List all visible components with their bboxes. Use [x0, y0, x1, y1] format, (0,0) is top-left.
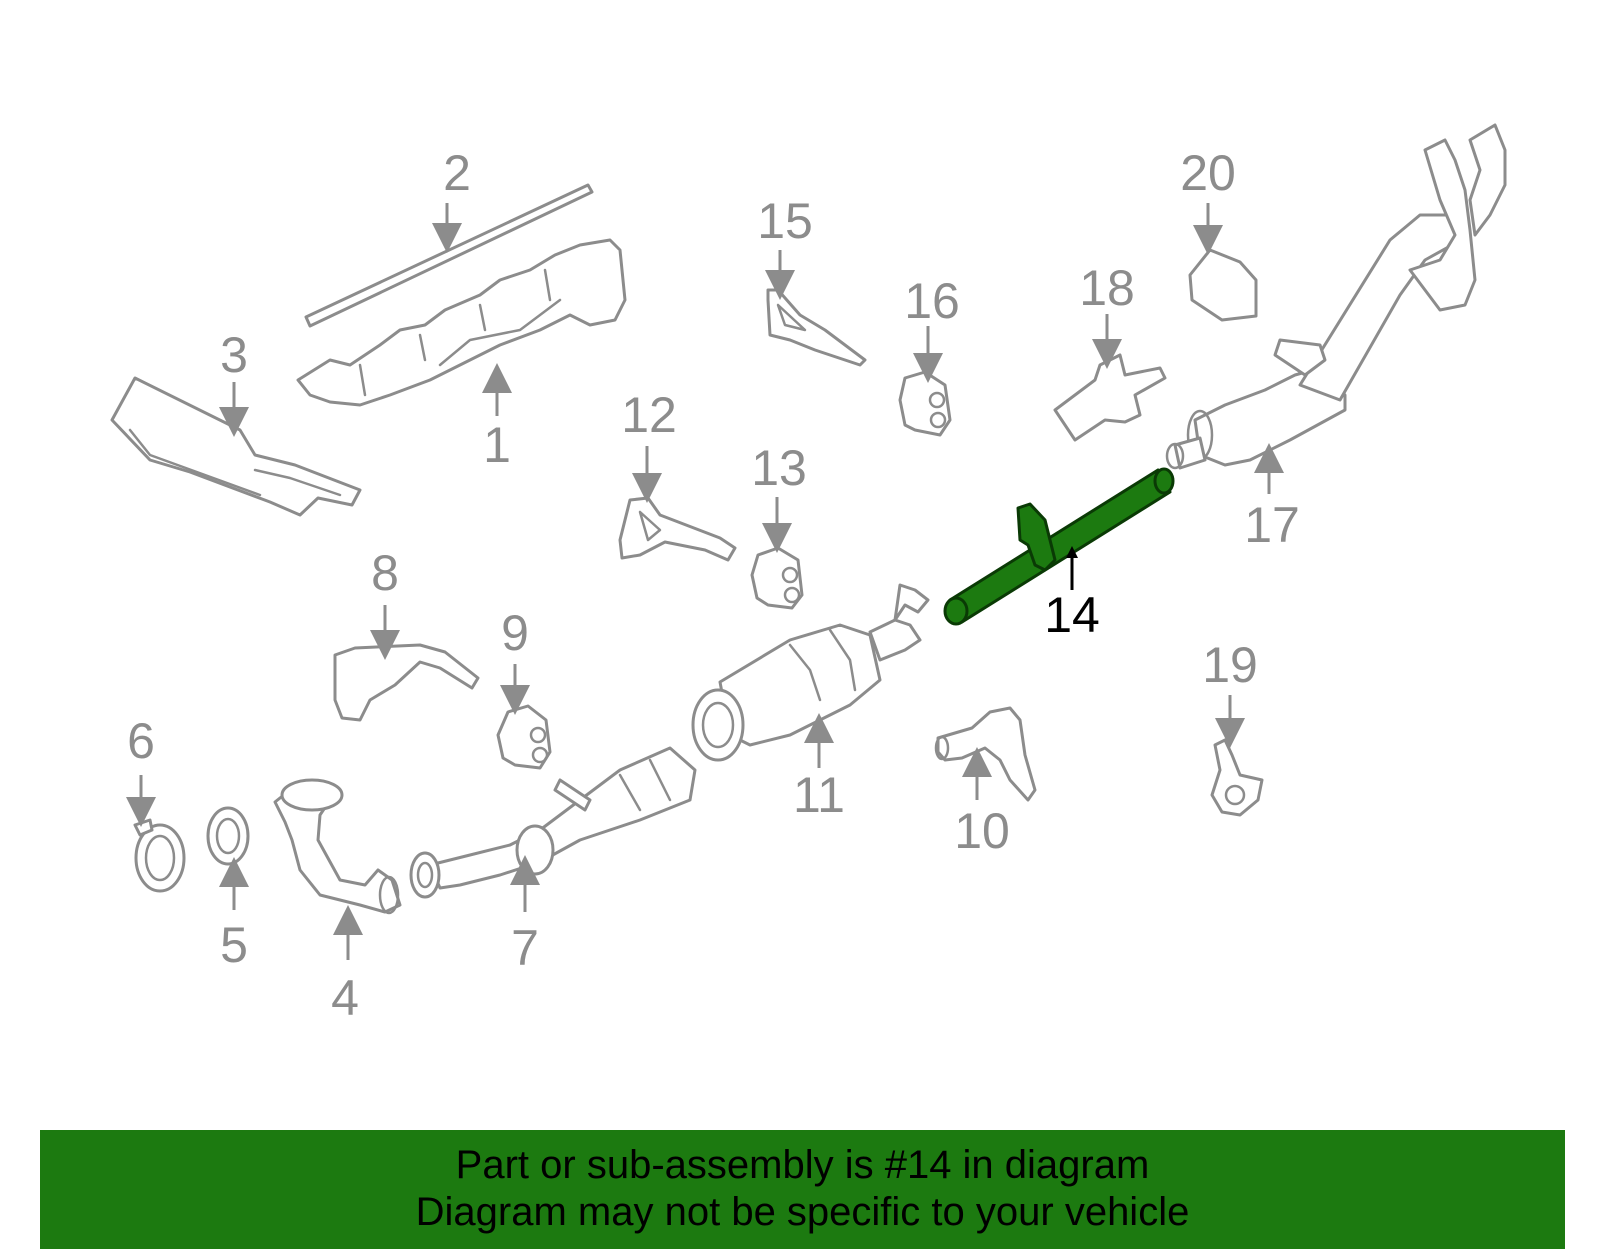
- part-10-bracket[interactable]: [934, 706, 1037, 802]
- leader-arrows: [126, 203, 1284, 960]
- callout-5: 5: [220, 917, 248, 973]
- callout-19: 19: [1202, 637, 1258, 693]
- part-12-bracket[interactable]: [618, 496, 737, 562]
- callout-labels: 1 2 3 4 5 6 7 8 9 10 11 12 13 14 15 16 1…: [127, 145, 1300, 1026]
- part-14-intermediate-pipe[interactable]: [943, 467, 1175, 626]
- callout-12: 12: [621, 387, 677, 443]
- callout-18: 18: [1079, 260, 1135, 316]
- callout-16: 16: [904, 273, 960, 329]
- part-17-muffler-tailpipe[interactable]: [1165, 123, 1507, 470]
- banner-line-2: Diagram may not be specific to your vehi…: [415, 1190, 1190, 1234]
- callout-7: 7: [511, 920, 539, 976]
- part-4-down-pipe[interactable]: [273, 778, 402, 915]
- callout-3: 3: [220, 327, 248, 383]
- part-18-bracket[interactable]: [1053, 353, 1167, 442]
- part-2-heat-shield-strip[interactable]: [304, 183, 594, 328]
- part-20-pad[interactable]: [1188, 248, 1258, 322]
- callout-14: 14: [1044, 587, 1100, 643]
- part-8-heat-shield[interactable]: [333, 643, 480, 722]
- callout-13: 13: [751, 440, 807, 496]
- callout-6: 6: [127, 713, 155, 769]
- callout-15: 15: [757, 193, 813, 249]
- callout-17: 17: [1244, 497, 1300, 553]
- part-16-hanger[interactable]: [898, 370, 952, 437]
- part-15-bracket[interactable]: [766, 288, 867, 367]
- part-6-clamp[interactable]: [133, 818, 186, 893]
- part-11-converter[interactable]: [691, 583, 930, 762]
- exhaust-parts-diagram: 1 2 3 4 5 6 7 8 9 10 11 12 13 14 15 16 1…: [110, 123, 1507, 1026]
- callout-1: 1: [483, 417, 511, 473]
- callout-8: 8: [371, 545, 399, 601]
- callout-9: 9: [501, 605, 529, 661]
- callout-10: 10: [954, 803, 1010, 859]
- callout-4: 4: [331, 970, 359, 1026]
- part-13-hanger[interactable]: [750, 546, 804, 610]
- part-7-front-pipe[interactable]: [409, 746, 697, 899]
- banner-line-1: Part or sub-assembly is #14 in diagram: [455, 1143, 1150, 1187]
- callout-20: 20: [1180, 145, 1236, 201]
- part-19-isolator[interactable]: [1210, 738, 1264, 817]
- callout-2: 2: [443, 145, 471, 201]
- part-1-exhaust-manifold[interactable]: [296, 238, 627, 407]
- part-5-gasket[interactable]: [206, 806, 250, 866]
- part-9-hanger[interactable]: [496, 704, 552, 770]
- callout-11: 11: [793, 767, 845, 823]
- info-banner: Part or sub-assembly is #14 in diagram D…: [40, 1130, 1565, 1249]
